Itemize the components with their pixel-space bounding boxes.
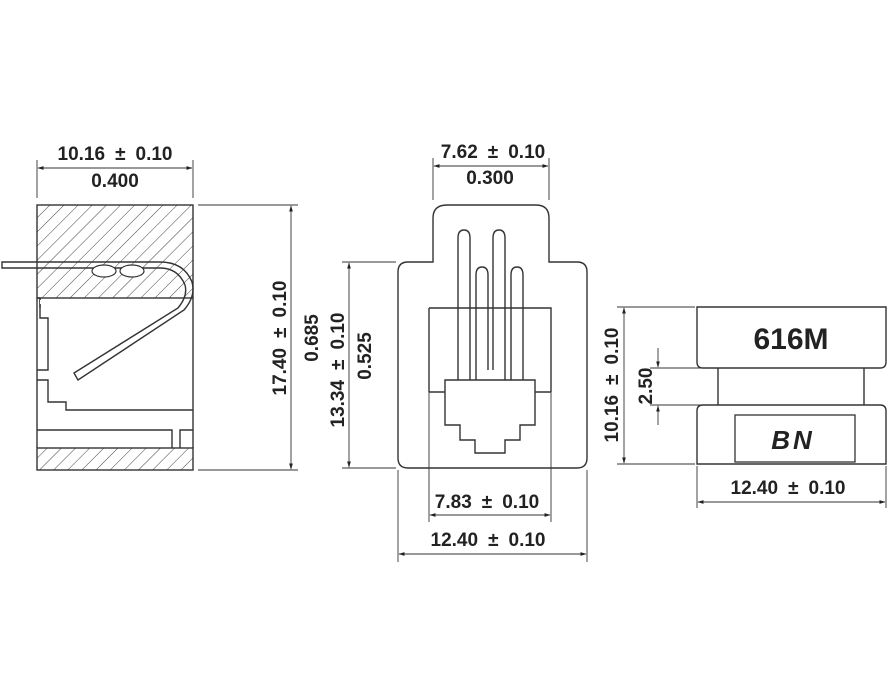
front-width-mm-label: 12.40±0.10 xyxy=(431,530,546,551)
front-key xyxy=(444,379,536,454)
side-width-mm-label: 10.16±0.10 xyxy=(58,144,173,165)
top-neck xyxy=(717,368,865,405)
side-height-mm-label: 17.40±0.10 xyxy=(270,281,291,396)
front-contact-3 xyxy=(492,229,506,380)
front-top-width-inch-label: 0.300 xyxy=(466,168,514,189)
front-height-inch-label: 0.525 xyxy=(355,332,376,380)
front-contact-2 xyxy=(475,266,489,380)
front-top-width-mm-label: 7.62±0.10 xyxy=(441,142,545,163)
top-view: 616M BN 10.16±0.10 2.50 12.40±0.10 xyxy=(602,306,887,508)
front-body-outline xyxy=(397,204,588,469)
side-cavity-inner xyxy=(37,298,193,448)
top-gap-label: 2.50 xyxy=(636,368,657,405)
side-body-outline xyxy=(36,298,194,448)
side-width-inch-label: 0.400 xyxy=(91,171,139,192)
side-view: 10.16±0.10 0.400 17.40±0.10 0.685 xyxy=(1,144,323,471)
top-width-mm-label: 12.40±0.10 xyxy=(731,478,846,499)
front-contact-1 xyxy=(457,229,471,380)
brand-plate xyxy=(734,414,856,463)
front-contact-4 xyxy=(510,266,524,380)
side-pin xyxy=(1,261,194,381)
side-body-bottom-hatch xyxy=(36,447,194,471)
top-upper-block xyxy=(696,306,887,369)
top-height-mm-label: 10.16±0.10 xyxy=(602,328,623,443)
front-view: 7.62±0.10 0.300 13.34±0.10 0.525 7.83±0.… xyxy=(328,142,588,562)
side-body-top-hatch xyxy=(36,204,194,299)
front-opening xyxy=(428,307,552,393)
side-pin-hole-2 xyxy=(119,264,145,278)
side-pin-hole-1 xyxy=(91,264,117,278)
part-number-label: 616M xyxy=(753,323,828,356)
side-cavity xyxy=(37,297,193,411)
top-lower-block xyxy=(696,404,887,465)
side-height-inch-label: 0.685 xyxy=(302,314,323,362)
front-opening-mm-label: 7.83±0.10 xyxy=(435,492,539,513)
brand-logo: BN xyxy=(771,425,815,455)
front-height-mm-label: 13.34±0.10 xyxy=(328,313,349,428)
